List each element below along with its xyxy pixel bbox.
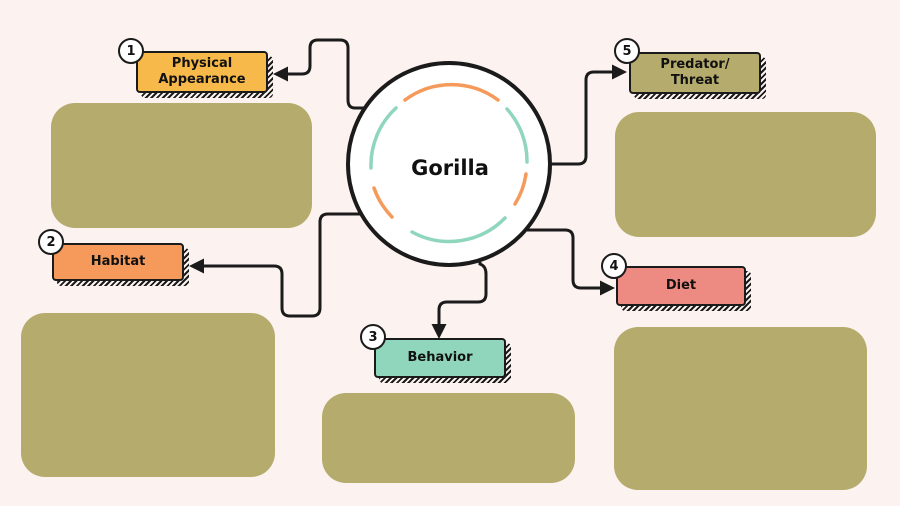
topic-diet: Diet [616,266,751,311]
topic-label-text: Predator/ Threat [660,57,730,88]
topic-predator-threat: Predator/ Threat [629,52,766,99]
topic-label-text: Behavior [407,350,473,365]
topic-number-badge: 3 [360,324,386,350]
content-box-habitat [21,313,275,477]
topic-label-text: Physical Appearance [158,56,246,87]
topic-label-box: Physical Appearance [136,51,268,93]
content-box-diet [614,327,867,490]
content-box-behavior [322,393,575,483]
center-circle [346,61,552,267]
topic-label-box: Habitat [52,243,184,281]
topic-number-badge: 1 [118,38,144,64]
topic-number-badge: 2 [38,229,64,255]
center-ring-decoration [369,82,529,244]
content-box-physical-appearance [51,103,312,228]
topic-physical-appearance: Physical Appearance [136,51,273,98]
topic-label-text: Diet [665,278,697,293]
topic-label-text: Habitat [90,254,146,269]
connector-physical-appearance [273,38,364,110]
center-title: Gorilla [411,156,489,180]
connector-behavior [431,262,488,339]
topic-label-box: Behavior [374,338,506,378]
topic-behavior: Behavior [374,338,511,383]
connector-diet [527,228,615,296]
topic-number-badge: 5 [614,38,640,64]
topic-label-box: Diet [616,266,746,306]
topic-label-box: Predator/ Threat [629,52,761,94]
topic-number-badge: 4 [601,253,627,279]
connector-habitat [189,212,362,318]
content-box-predator-threat [615,112,876,237]
topic-habitat: Habitat [52,243,189,286]
connector-predator-threat [551,64,627,166]
